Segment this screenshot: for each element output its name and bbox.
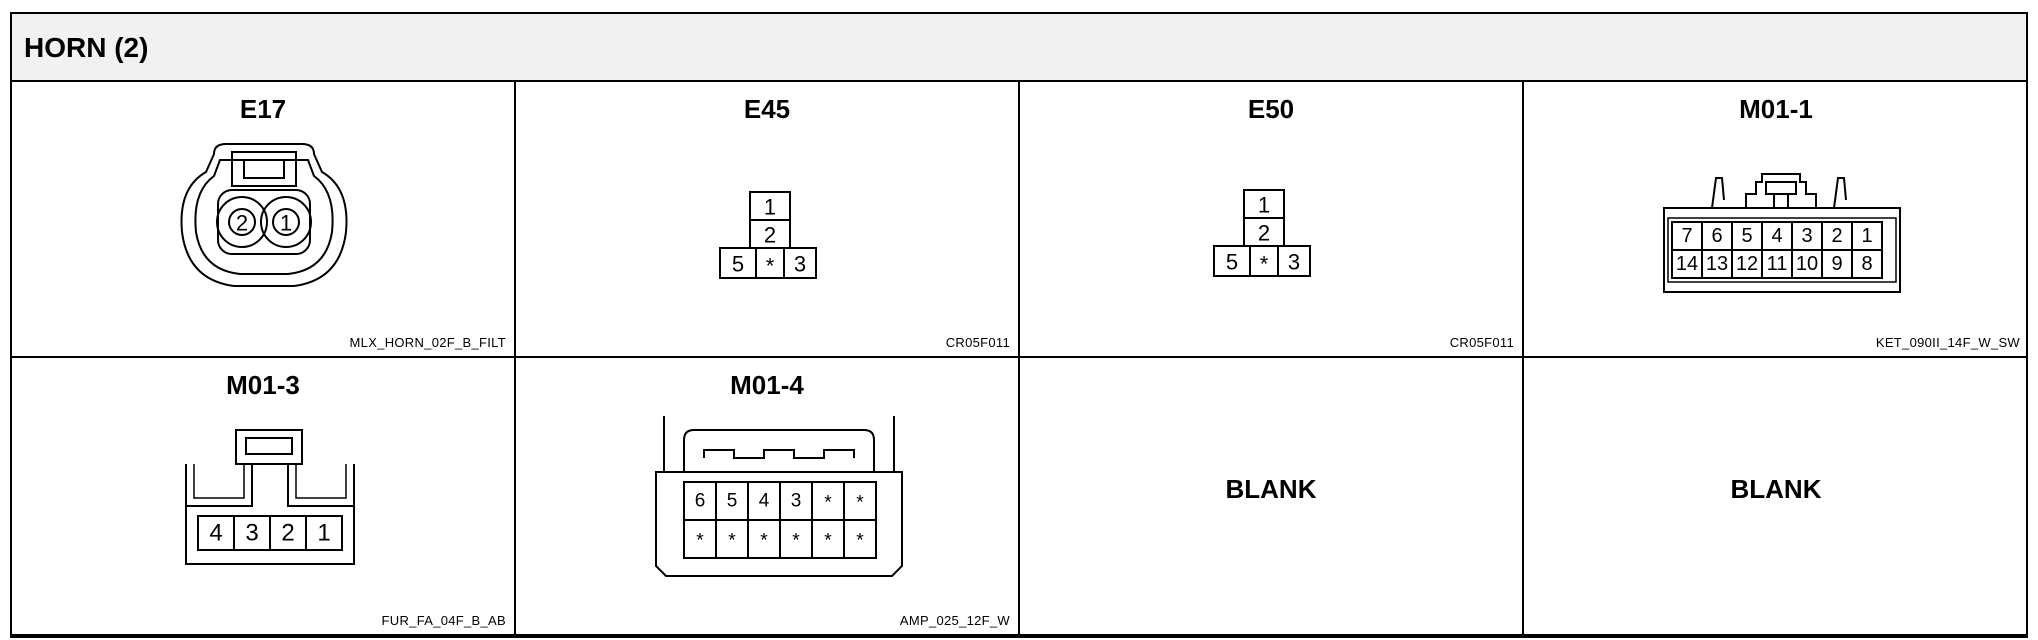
connector-cell-e17: E17 2 1 MLX_HORN_02F_B_FILT [12,82,516,358]
pin-label: * [766,254,775,279]
connector-pinout-diagram: 4 3 2 1 [185,429,355,565]
connector-name: M01-4 [730,370,804,400]
locking-latch [231,151,297,187]
connector-code: KET_090II_14F_W_SW [1875,335,2020,350]
pin-label: * [728,531,736,552]
pin-label: 3 [245,520,258,547]
connector-cell-m01-3: M01-3 4 3 2 1 FUR_FA_04F_B_AB [12,358,516,636]
pin-label: 2 [281,520,294,547]
pin-label: 5 [732,252,744,277]
blank-label: BLANK [1730,474,1822,504]
latch-slot [243,159,285,179]
blank-cell: BLANK [1020,358,1524,636]
pin-circle-inner [272,208,300,236]
pin-label: 4 [759,491,770,512]
connector-code: CR05F011 [1449,335,1514,350]
pin-label: 13 [1706,253,1728,275]
connector-pinout-diagram: 1 2 5 * 3 [719,191,817,279]
pin-label: 11 [1767,253,1788,275]
connector-code: FUR_FA_04F_B_AB [381,613,506,628]
pin-label: 6 [695,491,706,512]
horn-connector-diagram: 2 1 [180,143,348,287]
pin-label: 2 [236,211,248,236]
pin-label: 5 [1226,250,1238,275]
connector-name: E17 [239,94,287,124]
pin-label: 10 [1796,253,1818,275]
pin-label: 3 [794,252,806,277]
pin-circle-inner [228,208,256,236]
connector-pinout-diagram: 6 5 4 3 * * * * * * * * [655,416,903,577]
connector-cell-e45: E45 1 2 5 * 3 CR05F011 [516,82,1020,358]
pin-label: 8 [1861,253,1872,275]
connector-pinout-diagram: 7 6 5 4 3 2 1 14 13 12 11 10 9 8 [1663,173,1901,293]
pin-label: * [1260,252,1269,277]
connector-grid: E17 2 1 MLX_HORN_02F_B_FILT E45 [12,82,2028,638]
pin-label: * [792,531,800,552]
pin-label: 3 [1288,250,1300,275]
pin-label: * [824,531,832,552]
connector-housing-outer [180,143,348,287]
pin-label: * [760,531,768,552]
connector-code: MLX_HORN_02F_B_FILT [349,335,506,350]
pin-label: 12 [1736,253,1758,275]
connector-name: E50 [1247,94,1295,124]
pin-label: 4 [209,520,222,547]
connector-cell-m01-1: M01-1 [1524,82,2028,358]
pin-label: 14 [1676,253,1698,275]
pin-label: 5 [727,491,738,512]
pin-label: 3 [791,491,802,512]
connector-name: M01-1 [1739,94,1813,124]
connector-code: CR05F011 [945,335,1010,350]
pin-label: 3 [1801,225,1812,247]
pin-label: 2 [1258,221,1270,246]
pin-label: 7 [1681,225,1692,247]
connector-pinout-diagram: 1 2 5 * 3 [1213,189,1311,277]
pin-label: 1 [280,211,292,236]
pin-label: 4 [1771,225,1782,247]
pin-circle [260,196,312,248]
pin-label: * [824,493,832,514]
connector-housing-inner [194,159,334,275]
pin-label: 2 [1831,225,1842,247]
connector-sheet: HORN (2) E17 2 1 MLX_HORN_02F_B_FILT E45 [10,12,2028,638]
pin-label: * [856,531,864,552]
pin-label: 9 [1831,253,1842,275]
connector-name: M01-3 [226,370,300,400]
pin-label: * [696,531,704,552]
connector-code: AMP_025_12F_W [899,613,1010,628]
pin-label: 1 [1258,193,1270,218]
title-bar: HORN (2) [12,14,2026,82]
pin-label: 1 [1861,225,1872,247]
pin-label: 1 [764,195,776,220]
blank-label: BLANK [1225,474,1317,504]
pin-label: * [856,493,864,514]
pin-label: 5 [1741,225,1752,247]
page-title: HORN (2) [24,32,149,63]
pin-label: 1 [317,520,330,547]
connector-cell-m01-4: M01-4 6 5 4 3 [516,358,1020,636]
pin-label: 2 [764,223,776,248]
pin-circle [216,196,268,248]
connector-cell-e50: E50 1 2 5 * 3 CR05F011 [1020,82,1524,358]
blank-cell: BLANK [1524,358,2028,636]
connector-name: E45 [743,94,791,124]
pin-label: 6 [1711,225,1722,247]
